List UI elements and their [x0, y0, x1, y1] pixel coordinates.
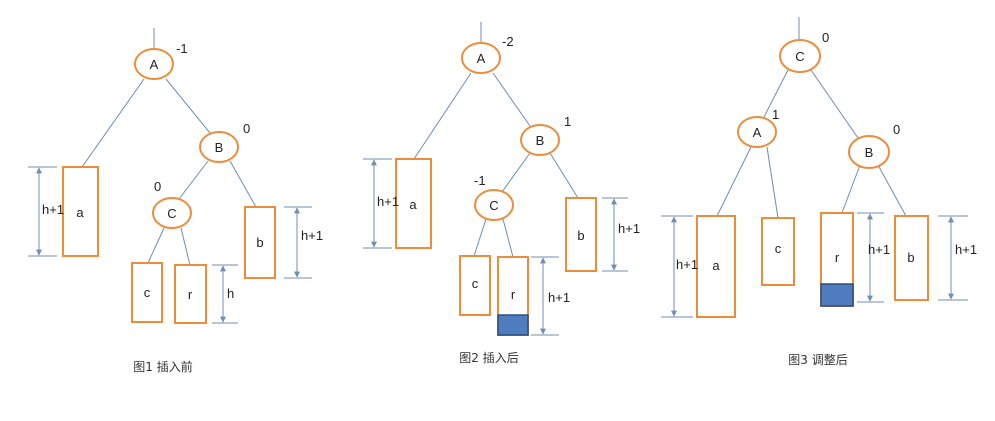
fig3-node-A-label: A	[753, 125, 762, 140]
fig2-height-b: h+1	[618, 221, 640, 236]
fig3-height-b: h+1	[955, 242, 977, 257]
fig1-node-A-label: A	[150, 57, 159, 72]
fig1-edge-A-B	[165, 78, 211, 134]
fig3-subtree-c	[761, 217, 795, 286]
fig1-subtree-r	[174, 264, 207, 324]
fig1-height-a: h+1	[42, 202, 64, 217]
fig3-edge-A-c	[766, 146, 779, 219]
fig1-balance-C: 0	[154, 179, 161, 194]
fig3-subtree-c-label: c	[775, 241, 782, 256]
fig3-balance-C: 0	[822, 30, 829, 45]
fig3-edge-C-A	[763, 69, 789, 118]
fig3-edge-B-r	[841, 164, 861, 214]
fig3-node-B	[848, 135, 890, 169]
fig3-subtree-b-label: b	[907, 250, 914, 265]
fig2-node-B	[520, 124, 560, 156]
fig3-node-B-label: B	[865, 145, 874, 160]
fig3-edge-B-b	[877, 164, 907, 217]
fig1-caption: 图1 插入前	[133, 359, 192, 374]
fig2-edge-A-a	[413, 72, 472, 160]
fig2-height-a: h+1	[377, 194, 399, 209]
fig2-inserted-node-block	[497, 314, 529, 336]
fig1-subtree-c	[131, 262, 163, 323]
fig1-subtree-a-label: a	[76, 205, 84, 220]
fig2-subtree-b	[565, 197, 597, 272]
fig1-edge-C-c	[147, 227, 165, 264]
fig2-subtree-a-label: a	[409, 197, 417, 212]
fig2-subtree-b-label: b	[577, 228, 584, 243]
fig2-edge-B-C	[501, 152, 531, 193]
fig2-node-C	[474, 189, 514, 221]
fig2-height-r: h+1	[548, 290, 570, 305]
fig3-subtree-a	[696, 215, 736, 318]
fig2-subtree-r-label: r	[511, 287, 516, 302]
fig3-node-A	[737, 116, 777, 148]
fig2-edge-A-B	[492, 72, 531, 127]
fig1-edge-C-r	[180, 227, 191, 266]
fig2-balance-B: 1	[564, 114, 571, 129]
fig1-node-A	[134, 48, 174, 80]
fig1-balance-B: 0	[243, 121, 250, 136]
fig1-node-C-label: C	[167, 206, 176, 221]
fig2-subtree-c-label: c	[472, 276, 479, 291]
fig2-balance-C: -1	[474, 173, 486, 188]
fig3-inserted-node-block	[820, 283, 854, 307]
fig1-edge-A-a	[81, 78, 145, 168]
fig3-balance-B: 0	[893, 122, 900, 137]
figure-2: A -2 B 1 C -1 a b c r h+1 h+1 h+1 图2 插入后	[363, 22, 640, 365]
fig3-node-C	[779, 39, 821, 73]
fig1-subtree-b	[244, 206, 276, 279]
fig1-edge-B-C	[178, 160, 209, 200]
figure-3: C 0 A 1 B 0 a c r b h+1 h+1 h+1 图3 调整后	[661, 17, 977, 367]
fig3-height-a: h+1	[676, 257, 698, 272]
fig3-node-C-label: C	[795, 49, 804, 64]
fig1-height-r: h	[227, 286, 234, 301]
fig2-node-C-label: C	[489, 198, 498, 213]
fig2-subtree-a	[395, 158, 432, 249]
fig3-edge-A-a	[716, 146, 752, 217]
fig3-subtree-b	[894, 215, 929, 301]
fig1-height-b: h+1	[301, 228, 323, 243]
fig2-caption: 图2 插入后	[459, 351, 518, 365]
fig1-subtree-r-label: r	[188, 287, 193, 302]
fig1-balance-A: -1	[176, 41, 188, 56]
figure-1: A -1 B 0 C 0 a b c r h+1 h+1 h 图1 插入前	[28, 28, 323, 374]
fig2-edge-B-b	[549, 152, 579, 199]
fig2-subtree-c	[459, 255, 491, 316]
fig1-node-B-label: B	[215, 140, 224, 155]
fig2-edge-C-c	[473, 218, 487, 257]
fig1-subtree-b-label: b	[256, 235, 263, 250]
fig2-node-B-label: B	[536, 133, 545, 148]
fig3-subtree-a-label: a	[712, 258, 720, 273]
fig3-height-r: h+1	[868, 242, 890, 257]
fig2-node-A	[461, 42, 501, 74]
fig3-edge-C-B	[810, 69, 859, 139]
fig1-subtree-a	[62, 166, 99, 257]
fig1-subtree-c-label: c	[144, 285, 151, 300]
fig3-caption: 图3 调整后	[788, 352, 847, 367]
fig1-node-C	[152, 197, 192, 229]
fig2-edge-C-r	[502, 218, 514, 258]
fig3-subtree-r-label: r	[835, 250, 840, 265]
fig2-node-A-label: A	[477, 51, 486, 66]
fig3-balance-A: 1	[772, 107, 779, 122]
fig2-balance-A: -2	[502, 34, 514, 49]
fig1-edge-B-b	[229, 160, 257, 208]
fig1-node-B	[199, 131, 239, 163]
